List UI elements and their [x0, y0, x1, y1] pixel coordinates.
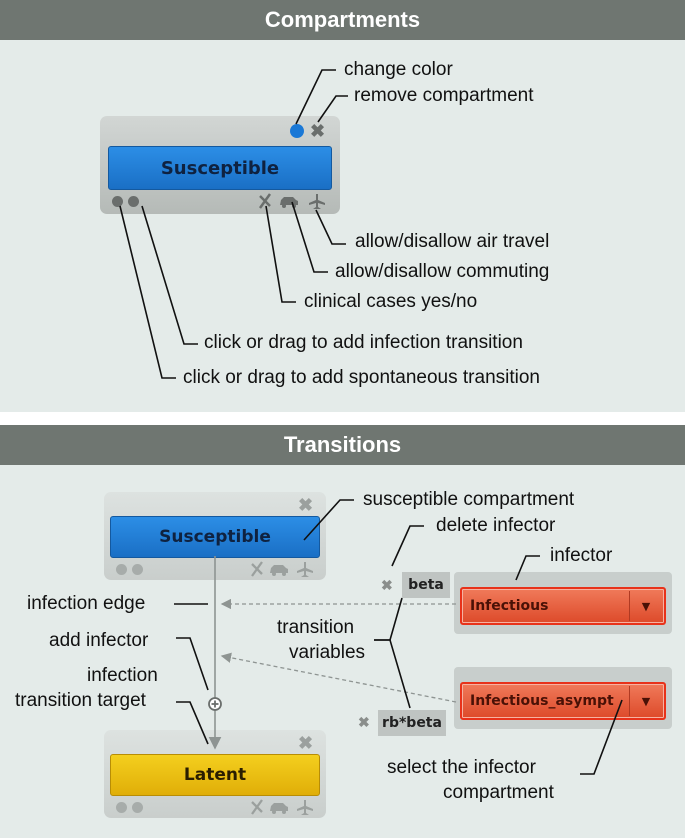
clinical-icon[interactable] [251, 799, 263, 815]
delete-infector-icon[interactable]: ✖ [358, 714, 370, 730]
travel-icons [251, 799, 313, 815]
infector-name-1: Infectious [470, 598, 549, 614]
plane-icon[interactable] [297, 562, 313, 577]
callout-infection-target-1: infection [87, 665, 158, 686]
callout-transition-variables-1: transition [277, 617, 355, 638]
infector-name-2: Infectious_asympt [470, 693, 614, 709]
transitions-header: Transitions [0, 425, 685, 465]
callout-infection-target-2: transition target [15, 690, 146, 711]
target-compartment-bar[interactable]: Latent [110, 754, 320, 796]
color-dot-icon[interactable] [290, 124, 304, 138]
transitions-title: Transitions [283, 432, 402, 457]
callout-clinical: clinical cases yes/no [304, 291, 478, 312]
car-icon[interactable] [270, 565, 288, 576]
transition-variable-1[interactable]: beta [402, 572, 450, 598]
source-compartment-bar[interactable]: Susceptible [110, 516, 320, 558]
infector-select-2[interactable]: Infectious_asympt ▼ [460, 682, 666, 720]
compartment-callout-lines [119, 69, 348, 379]
clinical-icon[interactable] [258, 193, 272, 209]
infector-link-2 [220, 652, 457, 703]
callout-remove-compartment: remove compartment [354, 85, 534, 106]
callout-infector: infector [550, 545, 613, 566]
compartment-name-bar[interactable]: Susceptible [108, 146, 332, 190]
callout-spontaneous-transition: click or drag to add spontaneous transit… [183, 367, 540, 388]
compartment-name: Susceptible [160, 157, 280, 179]
callout-select-infector-2: compartment [443, 782, 554, 803]
delete-infector-icon[interactable]: ✖ [381, 577, 393, 593]
car-icon[interactable] [280, 197, 298, 208]
source-compartment-name: Susceptible [159, 527, 271, 547]
add-infector-icon[interactable] [208, 697, 222, 711]
target-compartment-name: Latent [183, 765, 247, 785]
chevron-down-icon[interactable]: ▼ [629, 591, 662, 621]
compartments-title: Compartments [264, 7, 421, 32]
callout-infection-transition: click or drag to add infection transitio… [204, 332, 523, 353]
transition-variable-2[interactable]: rb*beta [378, 710, 446, 736]
callout-air-travel: allow/disallow air travel [355, 231, 550, 252]
callout-infection-edge: infection edge [27, 593, 146, 614]
spontaneous-transition-icon[interactable] [112, 196, 123, 207]
callout-change-color: change color [344, 59, 453, 80]
infection-transition-icon[interactable] [132, 802, 143, 813]
remove-compartment-icon[interactable]: ✖ [298, 495, 314, 515]
travel-icons [251, 561, 313, 577]
callout-add-infector: add infector [49, 630, 149, 651]
spontaneous-transition-icon[interactable] [116, 802, 127, 813]
plane-icon[interactable] [297, 800, 313, 815]
callout-commuting: allow/disallow commuting [335, 261, 550, 282]
susceptible-compartment[interactable]: ✖ Susceptible [100, 116, 340, 214]
callout-delete-infector: delete infector [436, 515, 556, 536]
clinical-icon[interactable] [251, 561, 263, 577]
travel-icons [258, 193, 325, 209]
infection-transition-icon[interactable] [128, 196, 139, 207]
spontaneous-transition-icon[interactable] [116, 564, 127, 575]
compartments-panel [0, 40, 685, 412]
source-compartment[interactable]: ✖ Susceptible [104, 492, 326, 580]
remove-compartment-icon[interactable]: ✖ [298, 733, 314, 753]
car-icon[interactable] [270, 803, 288, 814]
compartments-header: Compartments [0, 0, 685, 40]
remove-compartment-icon[interactable]: ✖ [310, 121, 326, 141]
plane-icon[interactable] [309, 194, 325, 209]
callout-susceptible-compartment: susceptible compartment [363, 489, 575, 510]
infector-select-1[interactable]: Infectious ▼ [460, 587, 666, 625]
callout-transition-variables-2: variables [289, 642, 366, 663]
chevron-down-icon[interactable]: ▼ [629, 686, 662, 716]
callout-select-infector-1: select the infector [387, 757, 536, 778]
infection-transition-icon[interactable] [132, 564, 143, 575]
